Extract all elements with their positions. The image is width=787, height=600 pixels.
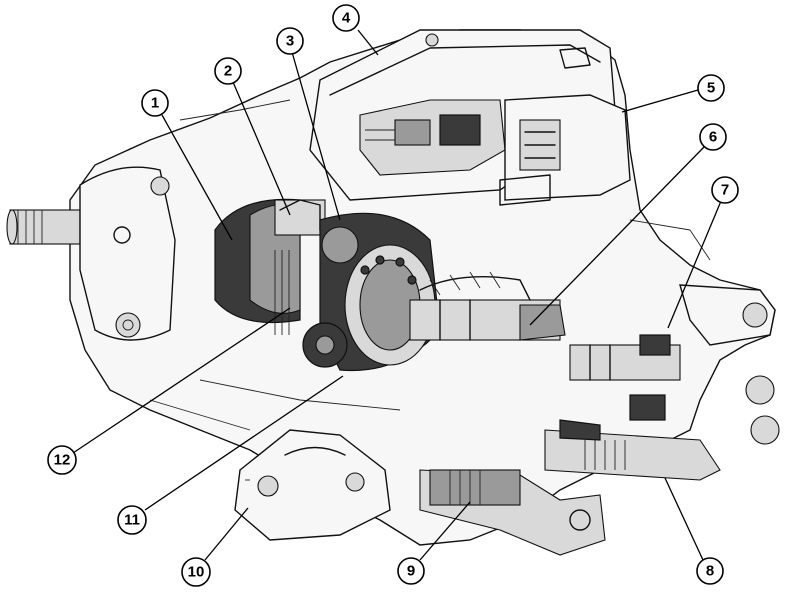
svg-text:8: 8 <box>706 563 714 580</box>
callout-10: 10 <box>181 557 211 587</box>
callouts: 1 2 3 4 5 6 7 8 <box>47 4 739 587</box>
callout-7: 7 <box>711 176 739 204</box>
svg-text:5: 5 <box>707 80 715 97</box>
callout-3: 3 <box>276 27 304 55</box>
front-flange <box>79 166 176 341</box>
svg-text:12: 12 <box>54 452 71 469</box>
callout-5: 5 <box>697 74 725 102</box>
callout-4: 4 <box>332 4 360 32</box>
svg-text:7: 7 <box>721 182 729 199</box>
svg-text:3: 3 <box>286 33 294 50</box>
solenoid-valve <box>544 419 721 481</box>
callout-11: 11 <box>117 505 147 535</box>
callout-9: 9 <box>397 557 425 585</box>
callout-12: 12 <box>47 445 77 475</box>
callout-8: 8 <box>696 557 724 585</box>
svg-text:1: 1 <box>151 95 159 112</box>
svg-text:11: 11 <box>124 512 140 529</box>
callout-1: 1 <box>141 89 169 117</box>
cover-housing <box>234 429 391 541</box>
callout-2: 2 <box>214 57 242 85</box>
svg-text:4: 4 <box>342 10 351 27</box>
svg-text:10: 10 <box>188 564 205 581</box>
callout-6: 6 <box>699 123 727 151</box>
svg-text:9: 9 <box>407 563 415 580</box>
svg-text:2: 2 <box>224 63 232 80</box>
drive-shaft <box>6 209 81 245</box>
delivery-valve <box>569 284 780 445</box>
timing-device <box>419 469 606 556</box>
distributor-plunger <box>409 271 566 341</box>
svg-text:6: 6 <box>709 129 717 146</box>
pump-illustration <box>6 29 780 556</box>
leader-lines <box>72 29 722 561</box>
electrical-connector <box>499 94 631 206</box>
